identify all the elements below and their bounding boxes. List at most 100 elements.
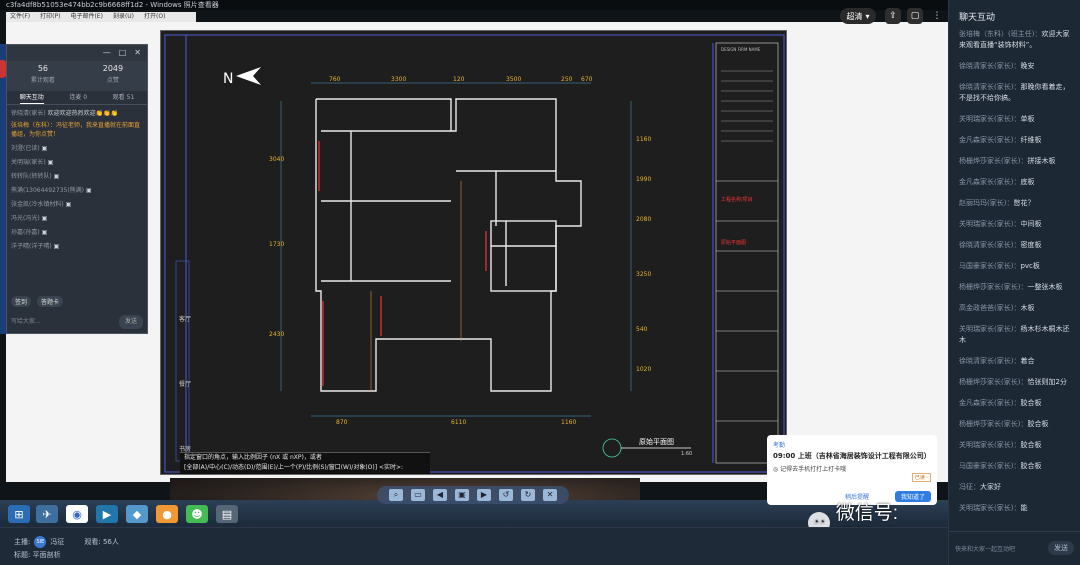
- dim-top-4: 3500: [506, 76, 521, 83]
- chat-message: 关明瑞家长(家长)：胶合板: [959, 440, 1070, 451]
- chat-sender: 关明瑞家长(家长)：: [959, 441, 1021, 449]
- viewer-count: 观看: 56人: [84, 538, 119, 546]
- cad-command-line[interactable]: 指定窗口的角点，输入比例因子 (nX 或 nXP)，或者 [全部(A)/中心(C…: [180, 452, 430, 474]
- dim-bottom-3: 1160: [561, 419, 576, 426]
- wechat-logo-icon: ◔◔: [808, 511, 830, 527]
- checkin-button[interactable]: 签到: [11, 296, 32, 307]
- zoom-icon[interactable]: ⌕: [389, 489, 403, 501]
- dim-right-5: 540: [636, 326, 648, 333]
- inner-chat-input[interactable]: 写给大家... 发送: [11, 315, 143, 329]
- start-icon[interactable]: ⊞: [8, 505, 30, 523]
- chat-sender: 金凡森家长(家长)：: [959, 136, 1021, 144]
- chat-text: 单板: [1020, 115, 1035, 123]
- menu-open[interactable]: 打开(O): [144, 13, 166, 20]
- chat-sender: 徐晓清家长(家长)：: [959, 62, 1021, 70]
- chat-message: 关明瑞家长(家长)：中间板: [959, 219, 1070, 230]
- chat-text: 晚安: [1020, 62, 1035, 70]
- media-icon[interactable]: ▶: [96, 505, 118, 523]
- dim-right-6: 1020: [636, 366, 651, 373]
- chat-sender: 徐晓清家长(家长)：: [959, 241, 1021, 249]
- notification-body: ◎ 记得去手机打打上打卡哦: [773, 466, 847, 473]
- tab-mic[interactable]: 连麦 0: [69, 94, 88, 101]
- rotate-left-icon[interactable]: ↺: [499, 489, 513, 501]
- answer-card-button[interactable]: 答题卡: [37, 296, 64, 307]
- chat-input-area[interactable]: 快来和大家一起互动吧 发送: [949, 531, 1080, 565]
- chat-text: 胶合板: [1020, 462, 1042, 470]
- chat-message: 金凡森家长(家长)：纤维板: [959, 135, 1070, 146]
- inner-send-button[interactable]: 发送: [118, 315, 143, 329]
- chat-sender: 杨栅烨莎家长(家长)：: [959, 157, 1028, 165]
- inner-chat-titlebar: — □ ✕: [7, 45, 147, 61]
- dim-top-3: 120: [453, 76, 465, 83]
- share-icon[interactable]: ⇪: [885, 8, 901, 24]
- photo-viewer-icon[interactable]: ▤: [216, 505, 238, 523]
- app-icon-1[interactable]: ✈: [36, 505, 58, 523]
- menu-email[interactable]: 电子邮件(E): [70, 13, 103, 20]
- menu-file[interactable]: 文件(F): [10, 13, 31, 20]
- list-item: 熊满(13064492735(熊满) ▣: [11, 187, 92, 194]
- slideshow-icon[interactable]: ▣: [455, 489, 469, 501]
- stream-topic: 标题: 平面剖析: [14, 551, 61, 559]
- list-item: 张培梅（东科）：冯征老师，我来直播就在前面直播组，为你点赞！: [11, 122, 141, 138]
- acknowledge-button[interactable]: 我知道了: [894, 491, 931, 502]
- chat-message: 马国豪家长(家长)：胶合板: [959, 461, 1070, 472]
- browser-icon[interactable]: ◉: [66, 505, 88, 523]
- chat-message: 金凡森家长(家长)：底板: [959, 177, 1070, 188]
- dim-right-1: 1160: [636, 136, 651, 143]
- list-item: 张金凯(冷水镇材料) ▣: [11, 201, 72, 208]
- list-item: 转转队(转转队) ▣: [11, 173, 60, 180]
- chat-message-list: 张培梅（东科）(班主任)：欢迎大家来观看直播“装饰材料”。徐晓清家长(家长)：晚…: [949, 29, 1080, 514]
- menu-print[interactable]: 打印(P): [40, 13, 61, 20]
- more-icon[interactable]: ⋮: [932, 11, 942, 21]
- maximize-icon[interactable]: □: [118, 48, 127, 57]
- wechat-icon[interactable]: ☻: [186, 505, 208, 523]
- dim-right-4: 3250: [636, 271, 651, 278]
- menu-burn[interactable]: 刻录(U): [112, 13, 135, 20]
- chat-message: 徐晓清家长(家长)：晚安: [959, 61, 1070, 72]
- chat-text: pvc板: [1020, 262, 1040, 270]
- command-line-2: [全部(A)/中心(C)/动态(D)/范围(E)/上一个(P)/比例(S)/窗口…: [184, 464, 404, 471]
- tab-chat[interactable]: 聊天互动: [19, 91, 44, 104]
- close-icon[interactable]: ✕: [134, 48, 141, 57]
- chat-side-panel: 聊天互动 张培梅（东科）(班主任)：欢迎大家来观看直播“装饰材料”。徐晓清家长(…: [948, 0, 1080, 565]
- chat-sender: 关明瑞家长(家长)：: [959, 325, 1021, 333]
- rotate-right-icon[interactable]: ↻: [521, 489, 535, 501]
- next-icon[interactable]: ▶: [477, 489, 491, 501]
- remind-later-button[interactable]: 稍后提醒: [845, 494, 870, 501]
- list-item: 徐晓清(家长) 欢迎欢迎热烈欢迎👏👏👏: [11, 110, 119, 117]
- list-item: 洋子晴(洋子晴) ▣: [11, 243, 60, 250]
- chat-text: 能: [1020, 504, 1028, 512]
- minimize-icon[interactable]: —: [102, 48, 111, 57]
- fullscreen-icon[interactable]: ▢: [907, 8, 923, 24]
- dim-top-6: 670: [581, 76, 593, 83]
- avatar[interactable]: SIE: [34, 536, 47, 548]
- chat-message: 关明瑞家长(家长)：杨木杉木桐木还木: [959, 324, 1070, 346]
- prev-icon[interactable]: ◀: [433, 489, 447, 501]
- tab-viewers[interactable]: 观看 51: [112, 94, 135, 101]
- notification-status-badge: 已读 ·: [911, 473, 931, 482]
- dim-top-1: 760: [329, 76, 341, 83]
- floor-plan-drawing: DESIGN FIRM NAME 工程名称/项目 原始平面图 客厅 餐厅 书房 …: [164, 34, 785, 473]
- chat-message: 赵丽玛玛(家长)：憋花？: [959, 198, 1070, 209]
- app-icon-2[interactable]: ◆: [126, 505, 148, 523]
- svg-text:原始平面图: 原始平面图: [721, 239, 746, 246]
- quality-selector[interactable]: 超清 ▾: [840, 8, 876, 24]
- chat-sender: 赵丽玛玛(家长)：: [959, 199, 1014, 207]
- chat-text: 欢迎大家来观看直播“装饰材料”。: [959, 30, 1070, 49]
- list-item: 刘澄(已读) ▣: [11, 145, 48, 152]
- left-red-tab[interactable]: [0, 60, 10, 78]
- inner-chat-placeholder: 写给大家...: [11, 318, 41, 325]
- list-item: 关明瑞(家长) ▣: [11, 159, 54, 166]
- send-button[interactable]: 发送: [1048, 541, 1074, 555]
- chat-text: 胶合板: [1020, 399, 1042, 407]
- delete-icon[interactable]: ✕: [543, 489, 557, 501]
- chat-message: 杨栅烨莎家长(家长)：胶合板: [959, 419, 1070, 430]
- stream-info-bar: 主播: SIE 冯征 观看: 56人 标题: 平面剖析: [0, 527, 948, 565]
- fit-icon[interactable]: ▭: [411, 489, 425, 501]
- app-icon-3[interactable]: ●: [156, 505, 178, 523]
- chat-text: 底板: [1020, 178, 1035, 186]
- dim-bottom-2: 6110: [451, 419, 466, 426]
- stream-top-strip: [0, 0, 948, 10]
